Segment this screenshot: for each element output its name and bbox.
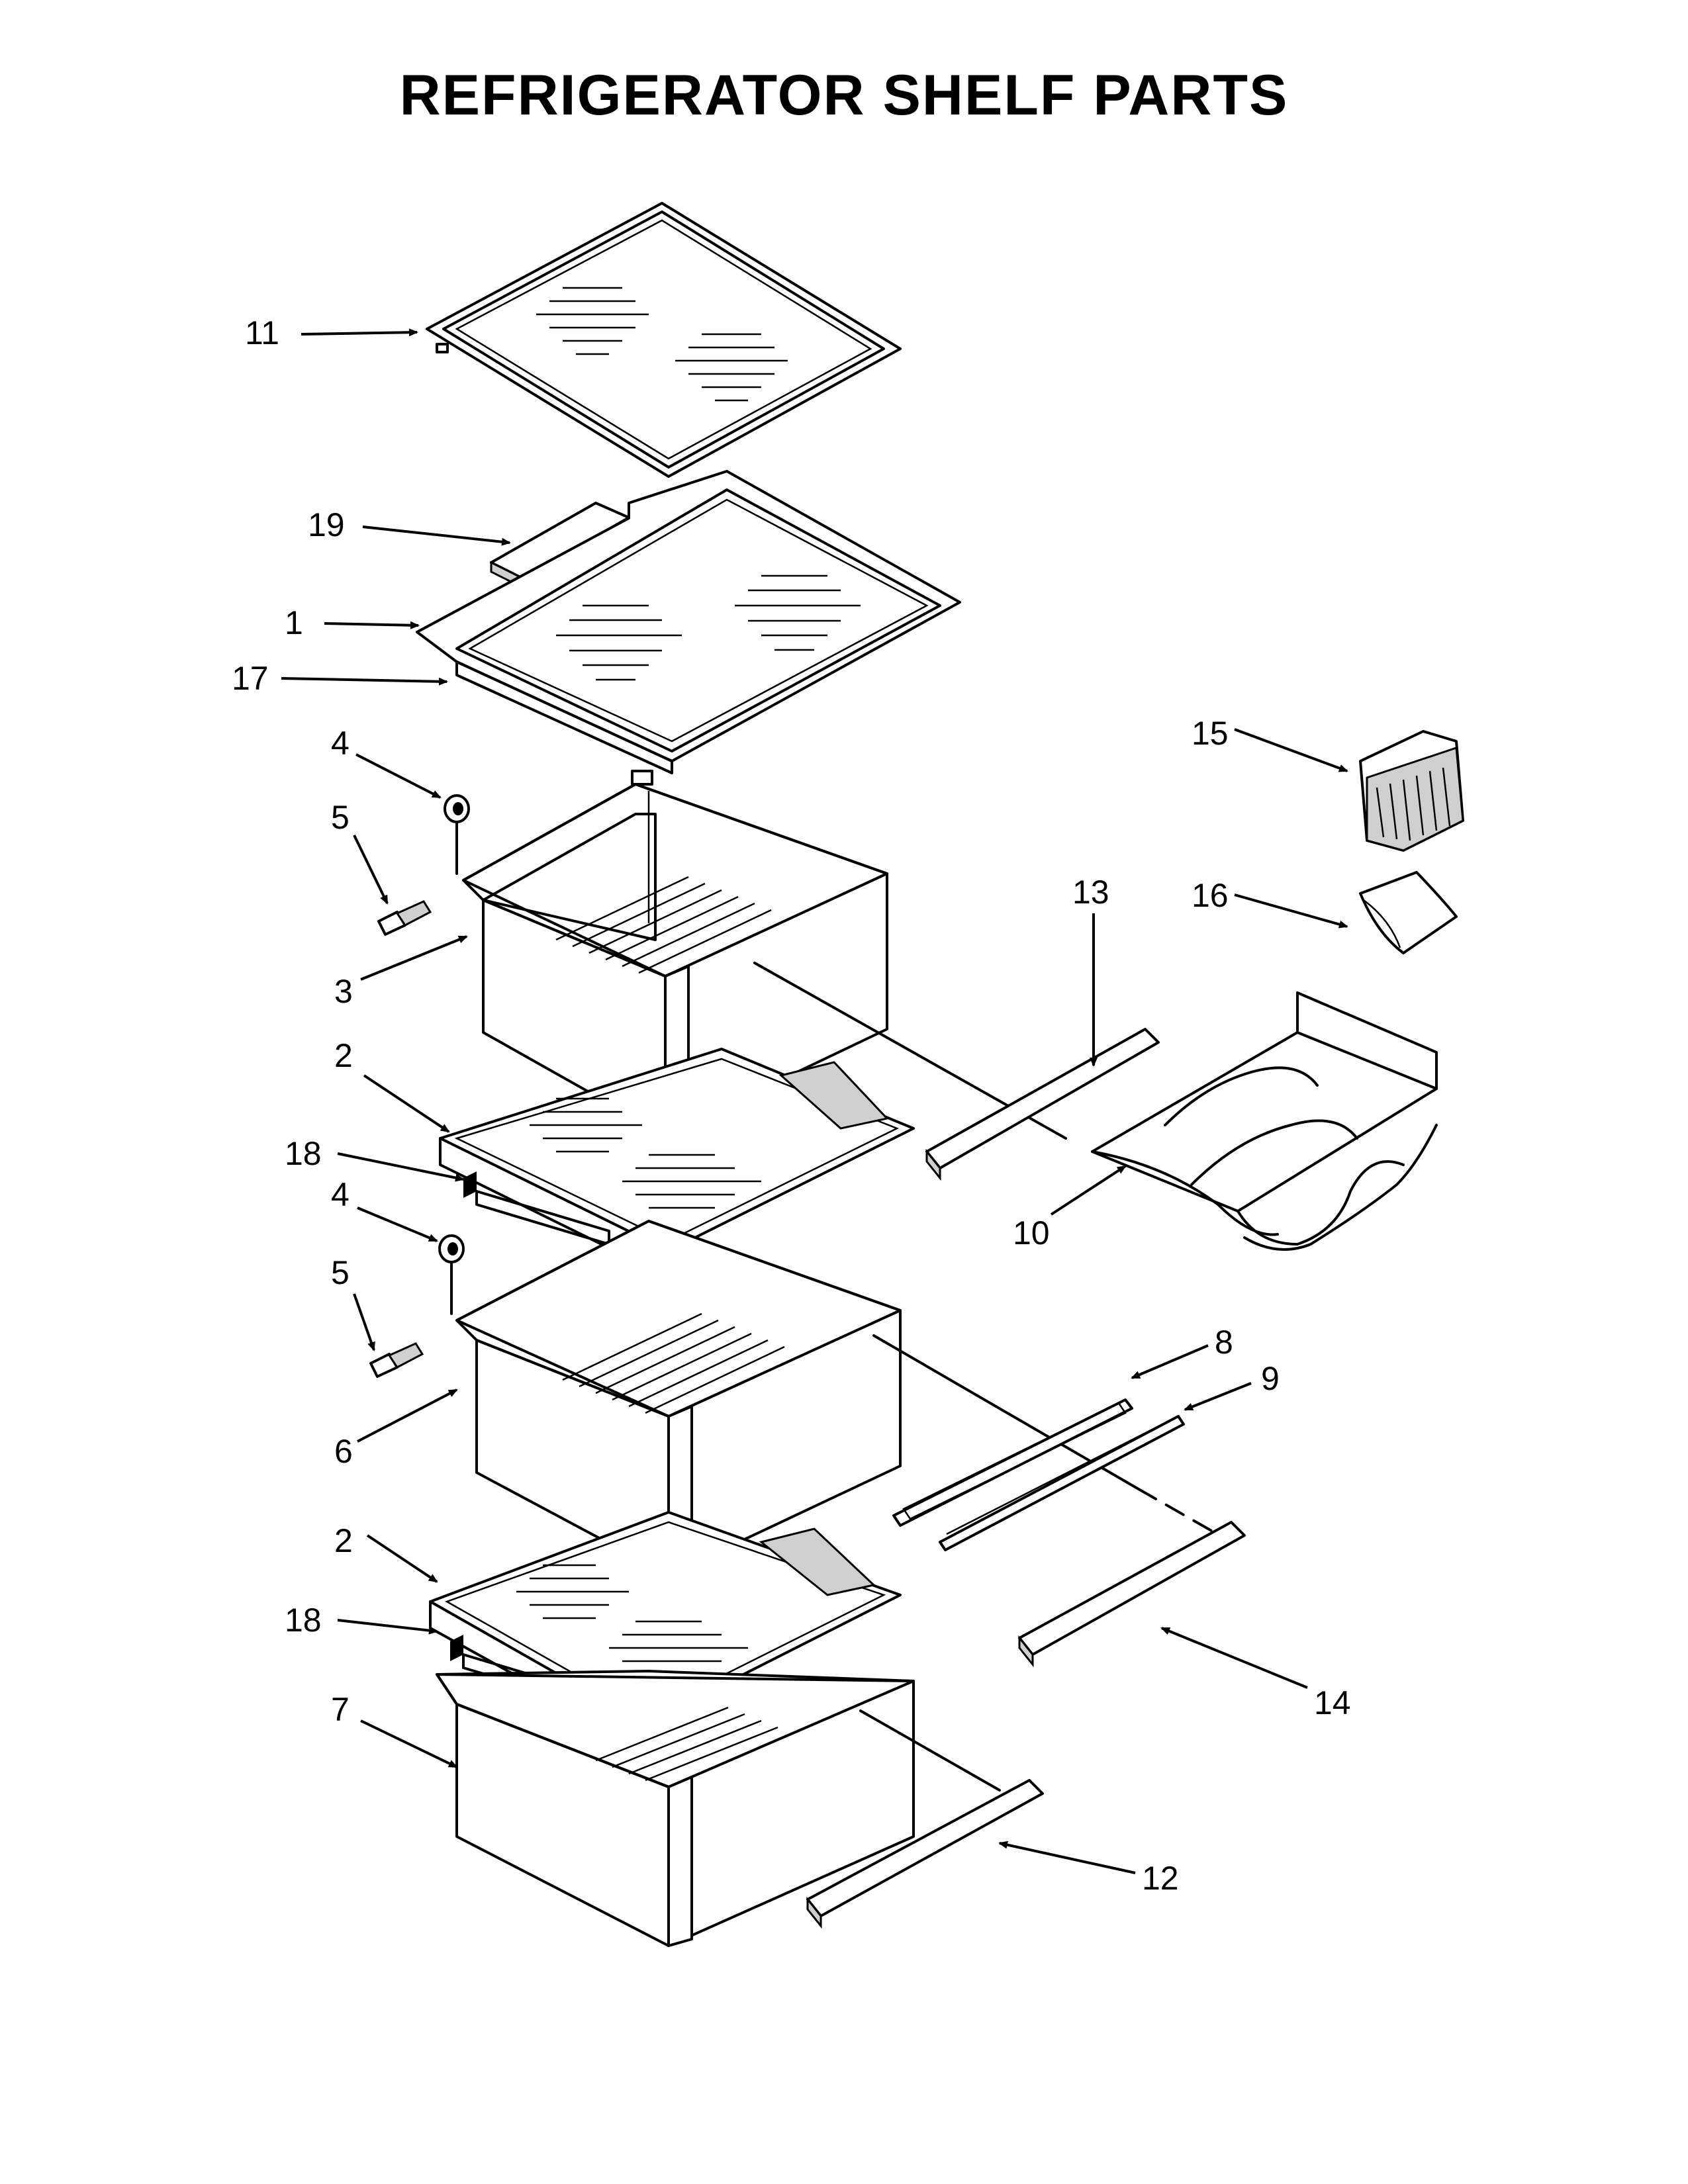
callout-9: 9 bbox=[1261, 1360, 1280, 1397]
callout-14: 14 bbox=[1314, 1684, 1351, 1721]
part-16-filter bbox=[1359, 871, 1458, 954]
callout-3: 3 bbox=[334, 973, 353, 1010]
callout-labels: 11 19 1 17 4 5 3 2 18 4 5 6 2 18 7 13 15… bbox=[232, 314, 1351, 1897]
callout-4-upper: 4 bbox=[331, 725, 350, 762]
part-5-screw-upper bbox=[377, 900, 432, 936]
part-1-shelf-assembly bbox=[416, 470, 961, 786]
part-11-glass-shelf bbox=[426, 202, 902, 478]
part-8-slide bbox=[892, 1398, 1133, 1527]
callout-17: 17 bbox=[232, 660, 269, 697]
part-13-rail bbox=[925, 1028, 1160, 1181]
callout-4-lower: 4 bbox=[331, 1176, 350, 1213]
callout-10: 10 bbox=[1013, 1214, 1050, 1251]
callout-13: 13 bbox=[1072, 874, 1109, 911]
part-6-crisper-drawer bbox=[455, 1220, 1233, 1576]
callout-2-upper: 2 bbox=[334, 1037, 353, 1074]
callout-8: 8 bbox=[1215, 1324, 1233, 1361]
callout-19: 19 bbox=[308, 506, 345, 543]
part-14-rail bbox=[1018, 1521, 1246, 1668]
callout-16: 16 bbox=[1192, 877, 1229, 914]
part-7-bottom-drawer bbox=[436, 1670, 1001, 1947]
callout-5-lower: 5 bbox=[331, 1254, 350, 1291]
callout-leaders bbox=[281, 328, 1348, 1874]
callout-11: 11 bbox=[245, 314, 279, 351]
part-12-rail bbox=[806, 1779, 1044, 1929]
callout-6: 6 bbox=[334, 1433, 353, 1470]
callout-18-lower: 18 bbox=[285, 1602, 322, 1639]
part-5-screw-lower bbox=[369, 1342, 424, 1378]
part-15-filter-cover bbox=[1359, 730, 1464, 852]
part-4-roller-lower bbox=[438, 1234, 465, 1315]
callout-15: 15 bbox=[1192, 715, 1229, 752]
callout-7: 7 bbox=[331, 1691, 350, 1728]
page-title: REFRIGERATOR SHELF PARTS bbox=[399, 64, 1289, 127]
callout-2-lower: 2 bbox=[334, 1522, 353, 1559]
part-9-slide bbox=[939, 1415, 1185, 1551]
part-4-roller-upper bbox=[444, 794, 470, 875]
callout-12: 12 bbox=[1142, 1860, 1179, 1897]
callout-5-upper: 5 bbox=[331, 799, 350, 836]
part-10-wine-rack bbox=[1091, 991, 1438, 1251]
callout-1: 1 bbox=[285, 604, 303, 641]
callout-18-upper: 18 bbox=[285, 1135, 322, 1172]
